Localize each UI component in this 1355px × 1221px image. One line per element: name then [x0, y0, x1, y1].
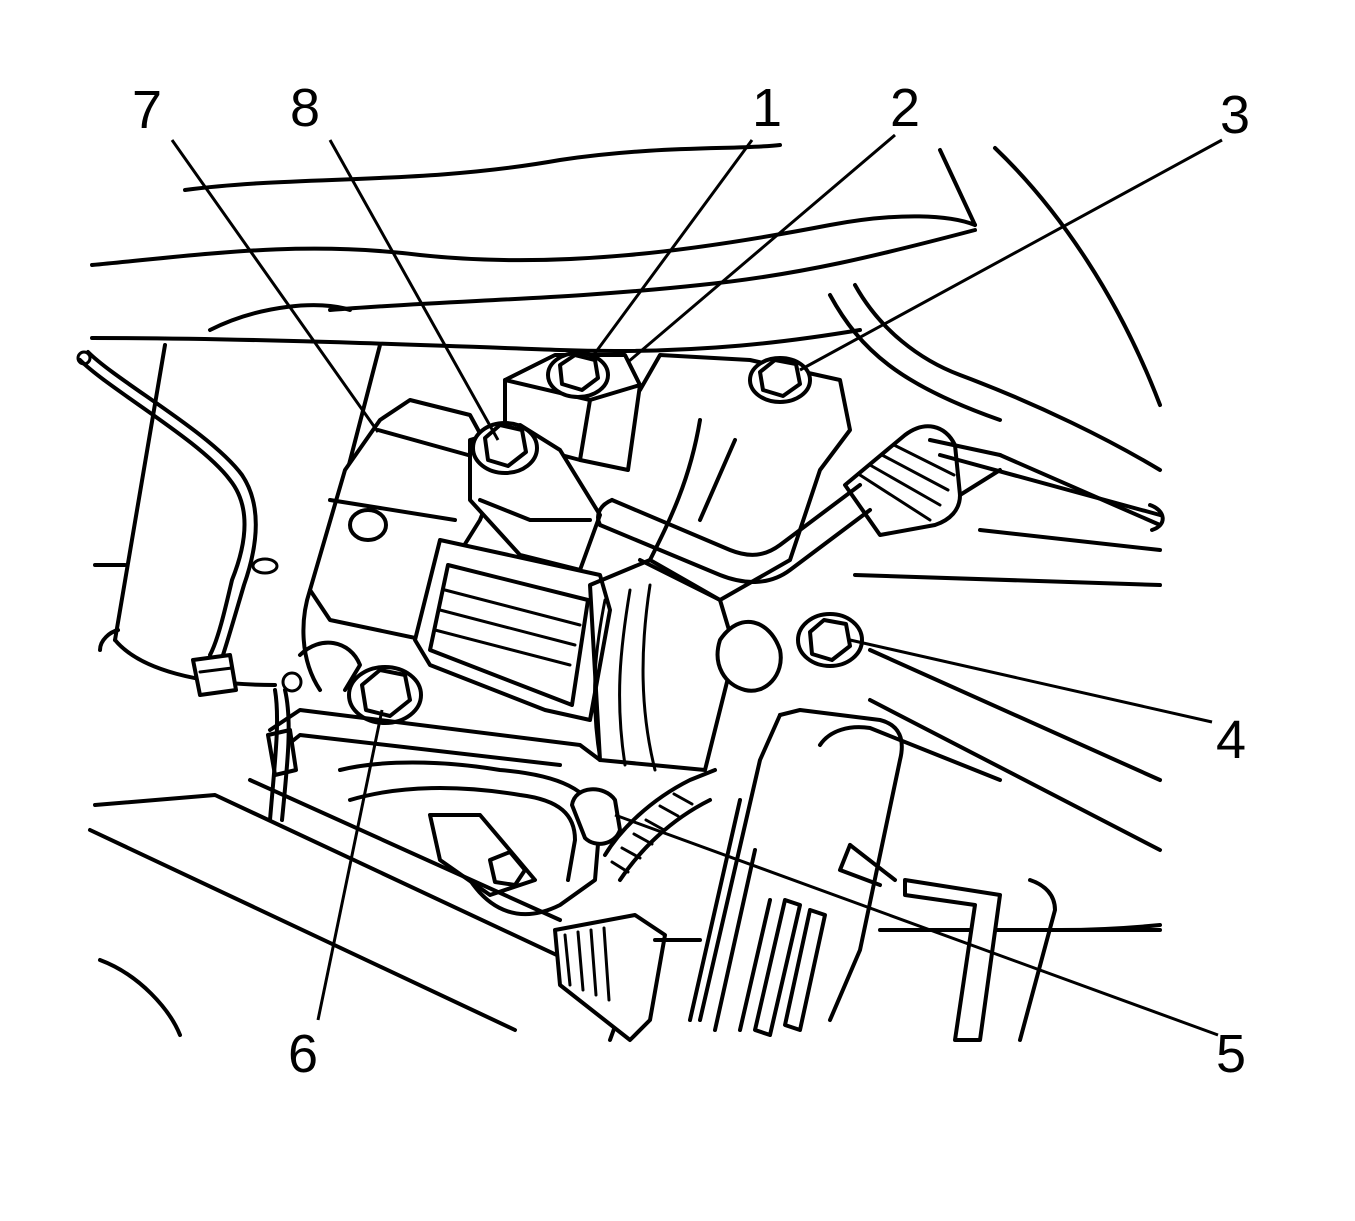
bolt-8: [471, 421, 539, 475]
callout-7: 7: [132, 80, 162, 140]
leader-5: [614, 813, 1219, 1037]
fuel-pipe-left: [76, 350, 258, 697]
bolt-4: [796, 612, 864, 668]
lower-assembly: [266, 640, 717, 916]
leader-lines: [170, 133, 1223, 1037]
callout-2: 2: [890, 78, 920, 138]
callout-6: 6: [288, 1024, 318, 1084]
leader-3: [799, 138, 1223, 372]
leader-6: [316, 709, 384, 1021]
stud-left: [348, 508, 388, 542]
bolt-1: [546, 351, 610, 399]
leader-8: [328, 139, 500, 441]
callout-3: 3: [1220, 85, 1250, 145]
leader-2: [627, 133, 896, 364]
callout-labels: 1 2 3 4 5 6 7 8: [132, 78, 1250, 1084]
callout-5: 5: [1216, 1024, 1246, 1084]
leader-1: [588, 139, 754, 361]
pump-body: [301, 353, 852, 772]
background-contours: [90, 143, 1165, 932]
hose-fitting: [843, 424, 1002, 537]
lower-frame: [88, 708, 1057, 1042]
bent-pipe: [596, 483, 872, 584]
bottom-fitting: [553, 913, 702, 1042]
callout-8: 8: [290, 78, 320, 138]
bolt-6: [347, 665, 423, 725]
leader-7: [170, 139, 380, 433]
leader-4: [849, 638, 1213, 724]
bolt-3: [748, 356, 812, 404]
callout-1: 1: [752, 78, 782, 138]
callout-4: 4: [1216, 710, 1246, 770]
